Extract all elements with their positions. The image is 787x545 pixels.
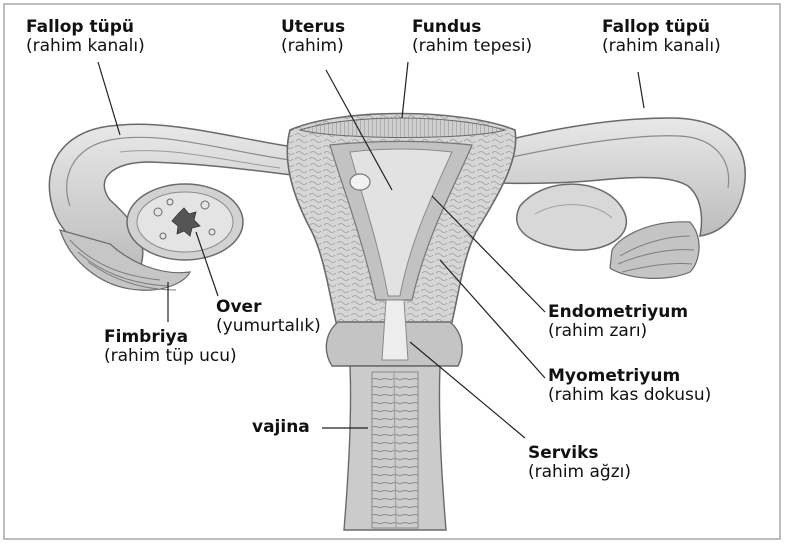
leader-fundus xyxy=(402,62,408,118)
label-serviks-sub: (rahim ağzı) xyxy=(528,463,631,482)
label-fundus-sub: (rahim tepesi) xyxy=(412,37,532,56)
leader-fallop-right xyxy=(638,72,644,108)
label-endometriyum-title: Endometriyum xyxy=(548,303,688,322)
label-myometriyum: Myometriyum (rahim kas dokusu) xyxy=(548,367,711,405)
label-fallop-left: Fallop tüpü (rahim kanalı) xyxy=(26,18,145,56)
label-fundus: Fundus (rahim tepesi) xyxy=(412,18,532,56)
label-uterus-title: Uterus xyxy=(281,18,345,37)
label-fallop-right: Fallop tüpü (rahim kanalı) xyxy=(602,18,721,56)
label-serviks: Serviks (rahim ağzı) xyxy=(528,444,631,482)
label-uterus: Uterus (rahim) xyxy=(281,18,345,56)
label-fimbriya-title: Fimbriya xyxy=(104,328,237,347)
leader-fallop-left xyxy=(98,62,120,135)
label-fallop-right-sub: (rahim kanalı) xyxy=(602,37,721,56)
label-vajina-title: vajina xyxy=(252,417,310,437)
ovary-right xyxy=(517,184,627,250)
label-over-title: Over xyxy=(216,298,321,317)
ovary-left xyxy=(127,184,243,260)
label-fallop-right-title: Fallop tüpü xyxy=(602,18,721,37)
label-uterus-sub: (rahim) xyxy=(281,37,345,56)
label-serviks-title: Serviks xyxy=(528,444,631,463)
label-myometriyum-sub: (rahim kas dokusu) xyxy=(548,386,711,405)
label-vajina: vajina xyxy=(252,418,310,437)
label-myometriyum-title: Myometriyum xyxy=(548,367,711,386)
label-endometriyum-sub: (rahim zarı) xyxy=(548,322,688,341)
label-fallop-left-title: Fallop tüpü xyxy=(26,18,145,37)
label-endometriyum: Endometriyum (rahim zarı) xyxy=(548,303,688,341)
label-fallop-left-sub: (rahim kanalı) xyxy=(26,37,145,56)
label-fimbriya: Fimbriya (rahim tüp ucu) xyxy=(104,328,237,366)
label-fundus-title: Fundus xyxy=(412,18,532,37)
label-fimbriya-sub: (rahim tüp ucu) xyxy=(104,347,237,366)
uterus-body xyxy=(287,114,515,331)
vagina xyxy=(344,366,446,530)
